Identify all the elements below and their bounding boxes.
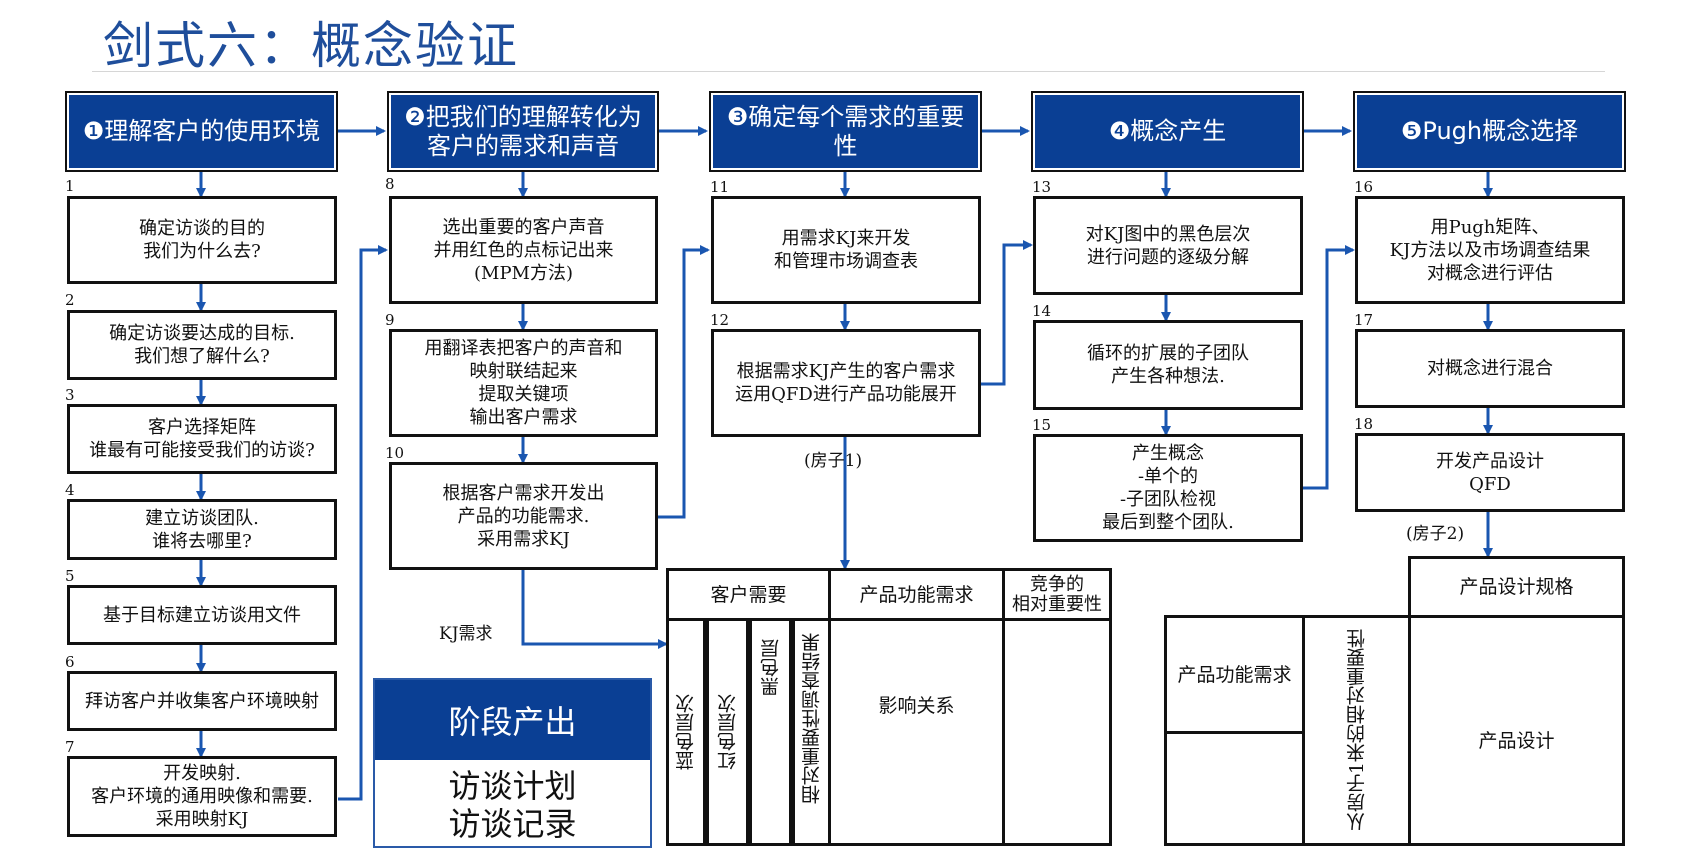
step-number: 11 <box>710 178 730 196</box>
step-10-box: 根据客户需求开发出 产品的功能需求. 采用需求KJ <box>389 462 658 570</box>
step-18-box: 开发产品设计 QFD <box>1355 433 1625 512</box>
red-level-column: 红色层次 <box>709 621 752 843</box>
step-number: 18 <box>1354 415 1374 433</box>
step-number: 15 <box>1032 416 1052 434</box>
stage-output-item: 访谈记录 <box>448 805 577 843</box>
phase-3-header: ❸确定每个需求的重要性 <box>709 91 982 172</box>
house-2-relative-label: 从房子1来的相对重要性 <box>1345 629 1368 832</box>
house-2-product-function: 产品功能需求 <box>1167 618 1305 734</box>
step-number: 12 <box>710 311 730 329</box>
step-6-box: 拜访客户并收集客户环境映射 <box>67 671 337 731</box>
step-3-box: 客户选择矩阵 谁最有可能接受我们的访谈? <box>67 404 337 474</box>
house-1-label: (房子1) <box>804 451 863 471</box>
customer-needs-header: 客户需要 <box>669 571 831 621</box>
competitive-importance-header: 竞争的 相对重要性 <box>1005 571 1109 621</box>
black-level-label: 黑色层 <box>759 639 782 696</box>
step-15-box: 产生概念 -单个的 -子团队检视 最后到整个团队. <box>1033 434 1303 542</box>
influence-label: 影响关系 <box>878 695 955 717</box>
red-level-label: 红色层次 <box>716 694 739 770</box>
house-2-spec-header: 产品设计规格 <box>1408 556 1625 618</box>
step-number: 1 <box>65 177 75 195</box>
step-number: 9 <box>385 311 395 329</box>
step-number: 10 <box>385 444 405 462</box>
blue-level-column: 蓝色层次 <box>669 621 709 843</box>
house-2-relative-column: 从房子1来的相对重要性 <box>1305 618 1411 843</box>
step-number: 5 <box>65 567 75 585</box>
phase-2-header: ❷把我们的理解转化为客户的需求和声音 <box>387 91 659 172</box>
relative-importance-column: 相对重要性调查结果 <box>792 621 831 843</box>
step-14-box: 循环的扩展的子团队 产生各种想法. <box>1033 320 1303 410</box>
design-spec-header: 产品设计规格 <box>1459 576 1574 598</box>
step-number: 7 <box>65 738 75 756</box>
step-9-box: 用翻译表把客户的声音和 映射联结起来 提取关键项 输出客户需求 <box>389 329 658 437</box>
relative-importance-label: 相对重要性调查结果 <box>800 633 823 804</box>
blue-level-label: 蓝色层次 <box>675 694 697 770</box>
step-number: 3 <box>65 386 75 404</box>
page-title: 剑式六：概念验证 <box>103 17 519 75</box>
stage-output-header: 阶段产出 <box>375 680 650 760</box>
house-2-table: 产品功能需求 从房子1来的相对重要性 产品设计 <box>1164 615 1625 846</box>
house-2-label: (房子2) <box>1406 524 1465 544</box>
stage-output-item: 访谈计划 <box>448 767 577 805</box>
title-divider <box>92 71 1605 72</box>
stage-output-box: 阶段产出 访谈计划 访谈记录 <box>373 678 652 848</box>
house-1-table: 客户需要 产品功能需求 竞争的 相对重要性 蓝色层次 红色层次 黑色层 相对重要… <box>666 568 1112 846</box>
step-11-box: 用需求KJ来开发 和管理市场调查表 <box>711 196 981 304</box>
phase-5-header: ❺Pugh概念选择 <box>1353 91 1626 172</box>
kj-needs-label: KJ需求 <box>439 624 493 644</box>
phase-1-header: ❶理解客户的使用环境 <box>65 91 338 172</box>
step-5-box: 基于目标建立访谈用文件 <box>67 585 337 645</box>
step-4-box: 建立访谈团队. 谁将去哪里? <box>67 499 337 560</box>
step-number: 8 <box>385 175 395 193</box>
step-number: 2 <box>65 291 75 309</box>
step-number: 14 <box>1032 302 1052 320</box>
step-12-box: 根据需求KJ产生的客户需求 运用QFD进行产品功能展开 <box>711 329 981 437</box>
step-1-box: 确定访谈的目的 我们为什么去? <box>67 196 337 284</box>
step-17-box: 对概念进行混合 <box>1355 329 1625 408</box>
step-number: 6 <box>65 653 75 671</box>
stage-output-body: 访谈计划 访谈记录 <box>375 764 650 846</box>
step-number: 13 <box>1032 178 1052 196</box>
step-7-box: 开发映射. 客户环境的通用映像和需要. 采用映射KJ <box>67 756 337 837</box>
step-8-box: 选出重要的客户声音 并用红色的点标记出来 (MPM方法) <box>389 196 658 304</box>
step-number: 16 <box>1354 178 1374 196</box>
influence-matrix: 影响关系 <box>831 621 1005 843</box>
house-2-empty-cell <box>1167 734 1305 843</box>
product-function-header: 产品功能需求 <box>831 571 1005 621</box>
step-number: 4 <box>65 481 75 499</box>
step-13-box: 对KJ图中的黑色层次 进行问题的逐级分解 <box>1033 196 1303 295</box>
step-16-box: 用Pugh矩阵、 KJ方法以及市场调查结果 对概念进行评估 <box>1355 196 1625 304</box>
step-number: 17 <box>1354 311 1374 329</box>
step-2-box: 确定访谈要达成的目标. 我们想了解什么? <box>67 310 337 380</box>
phase-4-header: ❹概念产生 <box>1031 91 1304 172</box>
house-2-product-design: 产品设计 <box>1478 729 1555 752</box>
black-level-column: 黑色层 <box>752 621 792 843</box>
